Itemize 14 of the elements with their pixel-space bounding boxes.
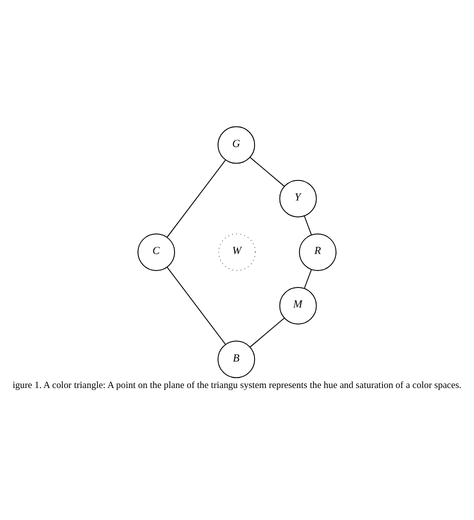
connector: [166, 266, 226, 345]
node-circle: W: [218, 233, 256, 271]
connector: [250, 318, 285, 348]
connector: [304, 269, 312, 289]
caption: igure 1. A color triangle: A point on the plane of the triangu system represents the hue and saturation of a color spaces.: [12, 380, 462, 391]
node-circle: B: [218, 340, 256, 378]
node-circle: M: [279, 287, 317, 325]
connector: [304, 216, 312, 236]
connector: [166, 160, 226, 238]
node-circle: Y: [279, 180, 317, 218]
node-circle: G: [218, 126, 256, 164]
connector: [250, 156, 285, 187]
node-circle: R: [298, 233, 336, 271]
node-circle: C: [138, 233, 176, 271]
